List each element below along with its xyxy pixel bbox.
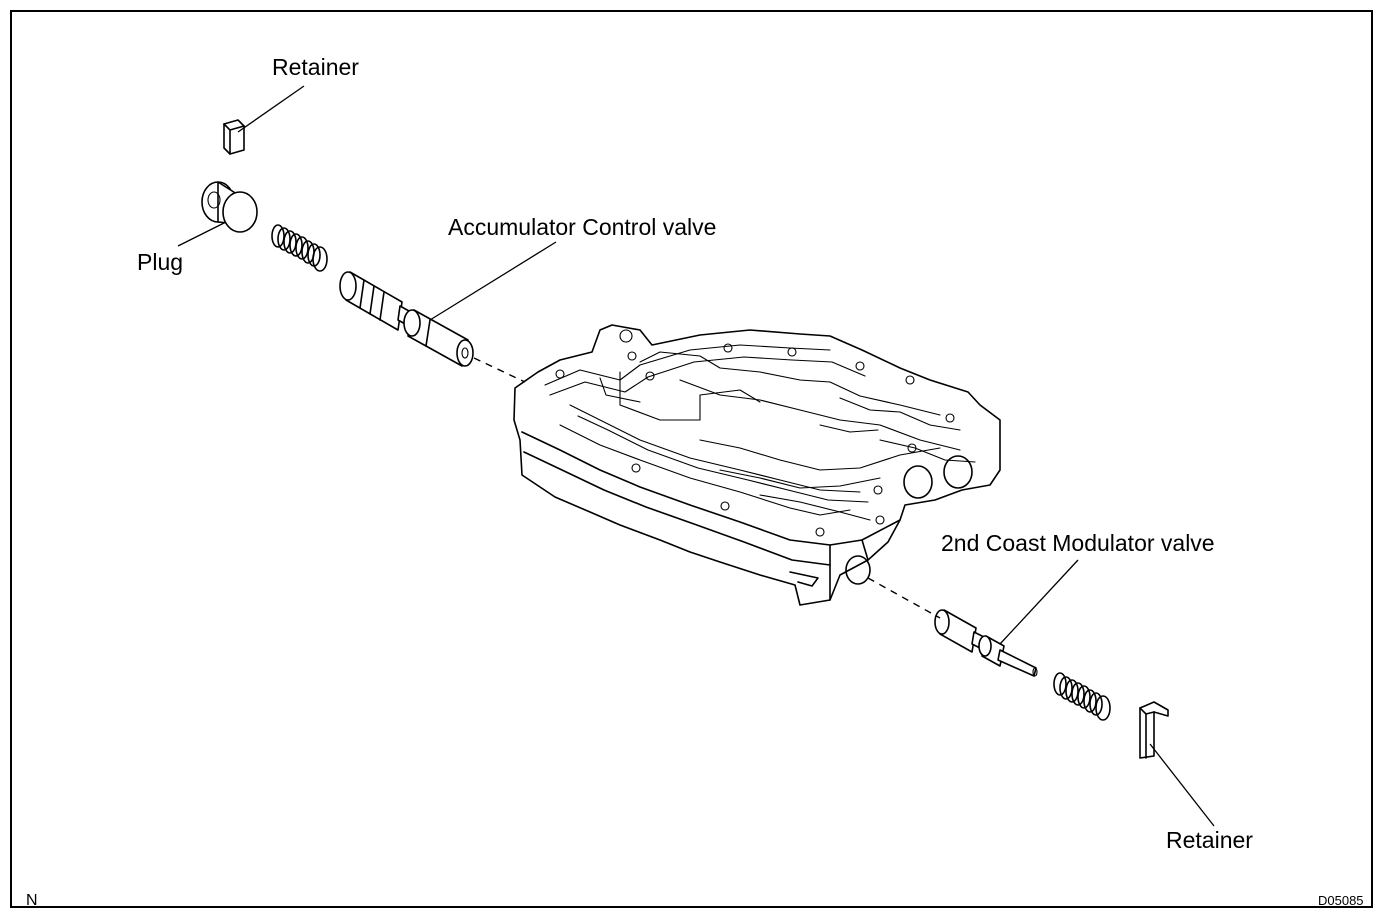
leader-coast-valve — [999, 559, 1079, 645]
corner-code-left: N — [26, 892, 38, 909]
label-plug: Plug — [137, 249, 183, 275]
assembly-axis-lower — [867, 577, 941, 619]
coast-modulator-valve-part — [934, 609, 1038, 677]
leader-accumulator-valve — [429, 241, 557, 321]
label-retainer-top: Retainer — [272, 54, 359, 80]
retainer-top-part — [223, 119, 245, 155]
retainer-bottom-part — [1139, 701, 1169, 759]
spring-lower-part — [1053, 672, 1111, 721]
leader-plug — [177, 221, 227, 247]
label-accumulator-control-valve: Accumulator Control valve — [448, 214, 716, 240]
assembly-axis-upper — [473, 357, 526, 383]
valve-body — [513, 324, 1001, 606]
accumulator-control-valve-part — [339, 271, 474, 367]
label-coast-modulator-valve: 2nd Coast Modulator valve — [941, 530, 1215, 556]
label-retainer-bottom: Retainer — [1166, 827, 1253, 853]
leader-retainer-bottom — [1149, 743, 1215, 827]
leader-retainer-top — [237, 85, 305, 133]
plug-part — [201, 181, 258, 233]
spring-upper-part — [271, 224, 328, 272]
figure-code: D05085 — [1318, 893, 1364, 908]
